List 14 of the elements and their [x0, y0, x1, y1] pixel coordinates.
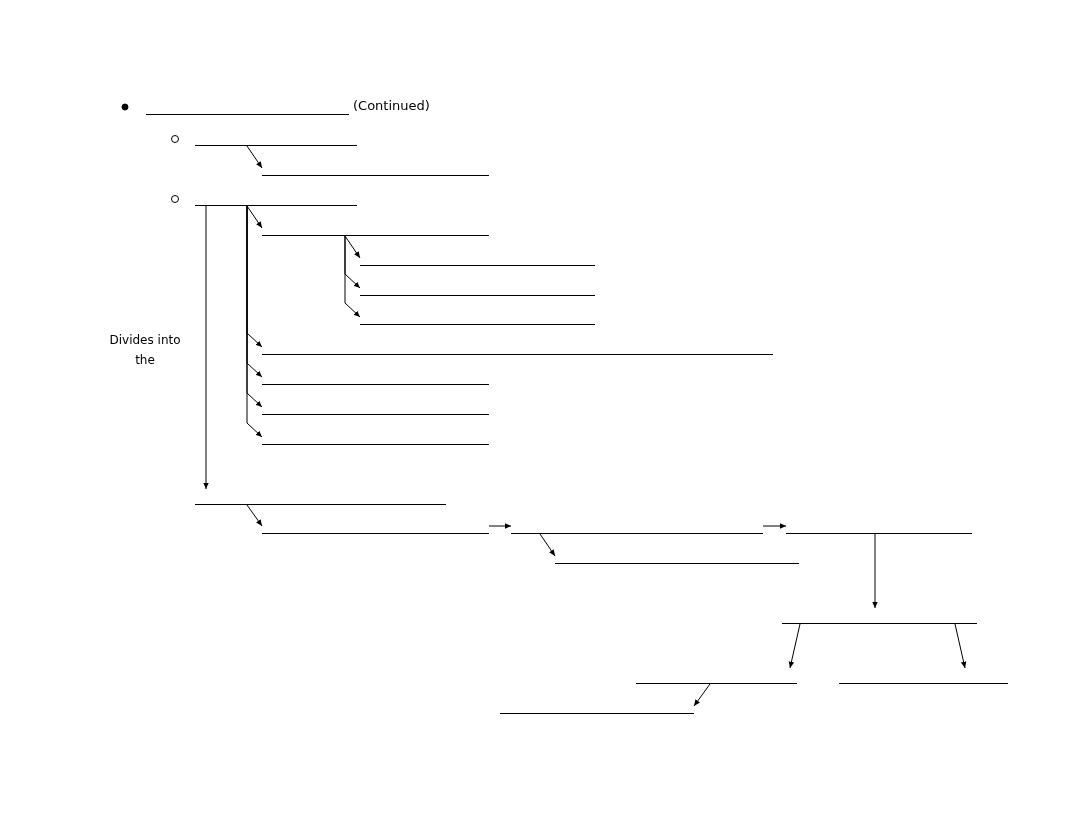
arrow [344, 235, 361, 318]
arrow [788, 623, 801, 669]
note-text: (Continued) [353, 98, 430, 113]
arrow [762, 523, 787, 529]
arrow [872, 533, 878, 609]
arrow [203, 205, 209, 490]
arrow [693, 683, 711, 707]
arrow [246, 504, 263, 527]
arrow [954, 623, 967, 669]
arrow [344, 235, 361, 259]
arrow [539, 533, 556, 557]
arrow [488, 523, 512, 529]
arrow [246, 145, 263, 169]
arrow [246, 205, 263, 229]
